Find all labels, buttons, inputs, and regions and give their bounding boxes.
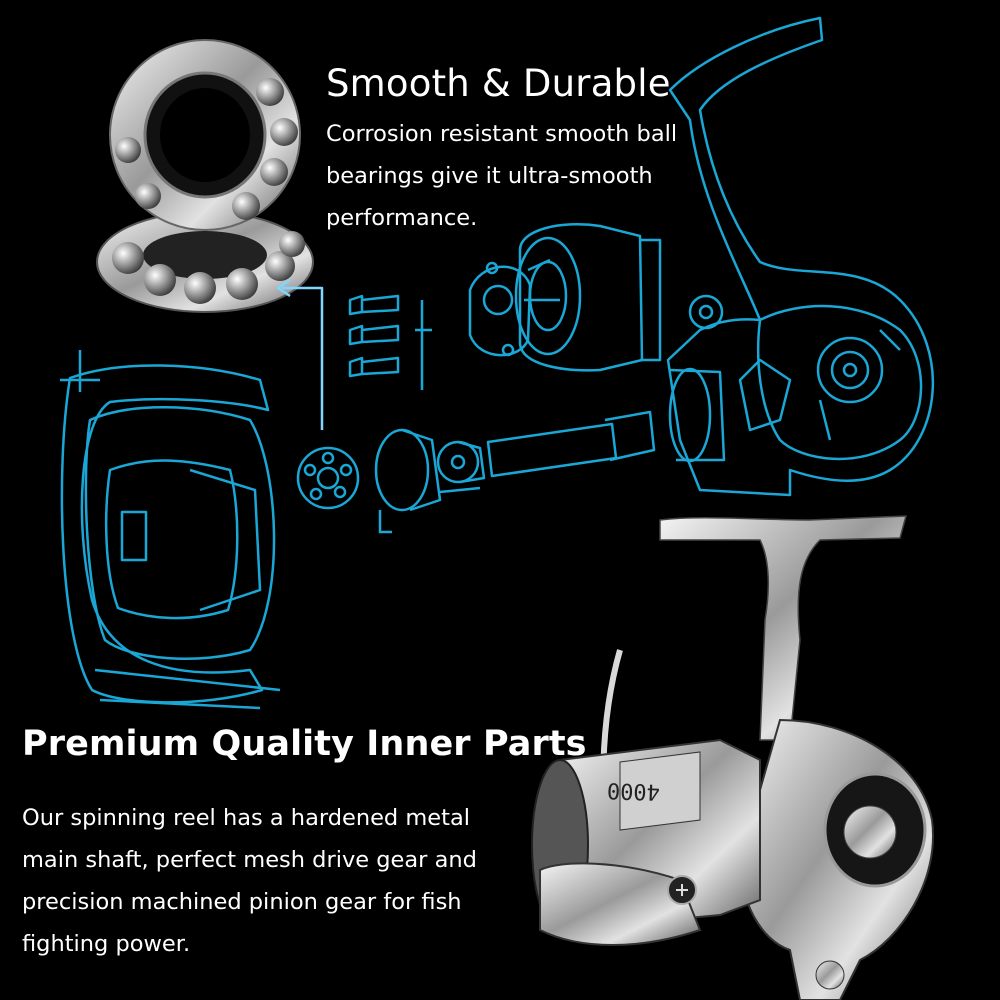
- inner-parts-description: Our spinning reel has a hardened metal m…: [22, 797, 522, 965]
- description-line: precision machined pinion gear for fish: [22, 889, 462, 915]
- ball-bearing-image: [96, 39, 314, 313]
- blueprint-exploded-diagram: [60, 16, 935, 710]
- description-line: Our spinning reel has a hardened metal: [22, 805, 470, 831]
- description-line: main shaft, perfect mesh drive gear and: [22, 847, 477, 873]
- description-line: Corrosion resistant smooth ball: [326, 121, 678, 147]
- description-line: fighting power.: [22, 931, 191, 957]
- description-line: performance.: [326, 205, 478, 231]
- description-line: bearings give it ultra-smooth: [326, 163, 653, 189]
- spinning-reel-image: [531, 515, 934, 1000]
- inner-parts-title: Premium Quality Inner Parts: [22, 724, 587, 764]
- smooth-durable-description: Corrosion resistant smooth ball bearings…: [326, 113, 726, 239]
- smooth-durable-title: Smooth & Durable: [326, 62, 671, 105]
